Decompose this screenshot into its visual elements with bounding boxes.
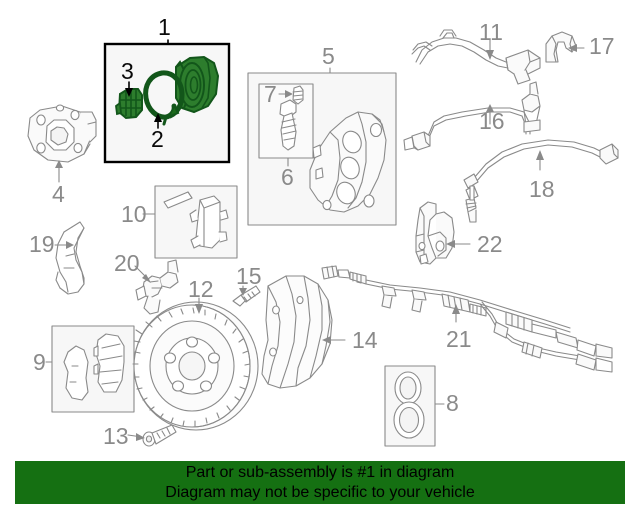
callout-6: 6 [281,164,294,190]
callout-8: 8 [446,390,459,416]
leader-19 [54,241,74,249]
notice-line-2: Diagram may not be specific to your vehi… [165,483,475,501]
callout-15: 15 [236,263,262,289]
callout-19: 19 [29,231,55,257]
callout-17: 17 [589,33,615,59]
part-wheel-hub-flange [27,104,97,163]
leader-16 [486,104,494,125]
leader-12 [195,297,203,314]
callout-14: 14 [352,327,378,353]
part-brake-rotor [132,301,259,431]
callout-16: 16 [479,108,505,134]
callout-11: 11 [479,19,503,45]
part-spring-clip [55,221,85,295]
part-abs-sensor-harness [411,29,541,85]
part-abs-wheel-speed-sensor [135,259,179,315]
box-brake-pad-set [51,325,135,413]
part-retaining-clip [545,31,577,63]
leader-17 [568,44,585,52]
callout-18: 18 [529,176,555,202]
part-splash-shield [261,275,333,389]
part-cable-bracket [415,185,477,265]
leader-18 [536,150,544,171]
part-sensor-bolt [232,285,261,307]
callout-4: 4 [52,181,65,207]
leader-4 [55,160,63,183]
leader-14 [322,336,346,344]
part-brake-line [403,81,541,151]
callout-7: 7 [264,81,277,107]
callout-13: 13 [103,423,129,449]
callout-20: 20 [114,250,140,276]
leader-15 [239,285,247,296]
part-rotor-screw [142,424,177,447]
box-seal-ring [384,365,436,447]
leader-7 [278,90,293,98]
callout-12: 12 [188,276,214,302]
notice-line-1: Part or sub-assembly is #1 in diagram [185,463,455,481]
box-wheel-bearing-kit [103,39,231,164]
leader-11 [486,39,494,60]
callout-21: 21 [446,326,472,352]
callout-3: 3 [121,58,134,84]
callout-10: 10 [121,201,147,227]
leader-22 [446,240,471,248]
callout-1: 1 [158,14,171,40]
leader-13 [127,433,145,441]
box-caliper-hardware [154,185,238,259]
callout-22: 22 [477,231,503,257]
part-parking-brake-cable [321,265,613,373]
callout-9: 9 [33,349,46,375]
leader-20 [134,265,151,283]
callout-2: 2 [151,126,164,152]
box-caliper-bracket [247,72,397,226]
part-snap-ring [143,70,185,126]
leader-21 [452,304,460,323]
notice-banner: Part or sub-assembly is #1 in diagram Di… [15,461,625,504]
callout-5: 5 [322,43,335,69]
